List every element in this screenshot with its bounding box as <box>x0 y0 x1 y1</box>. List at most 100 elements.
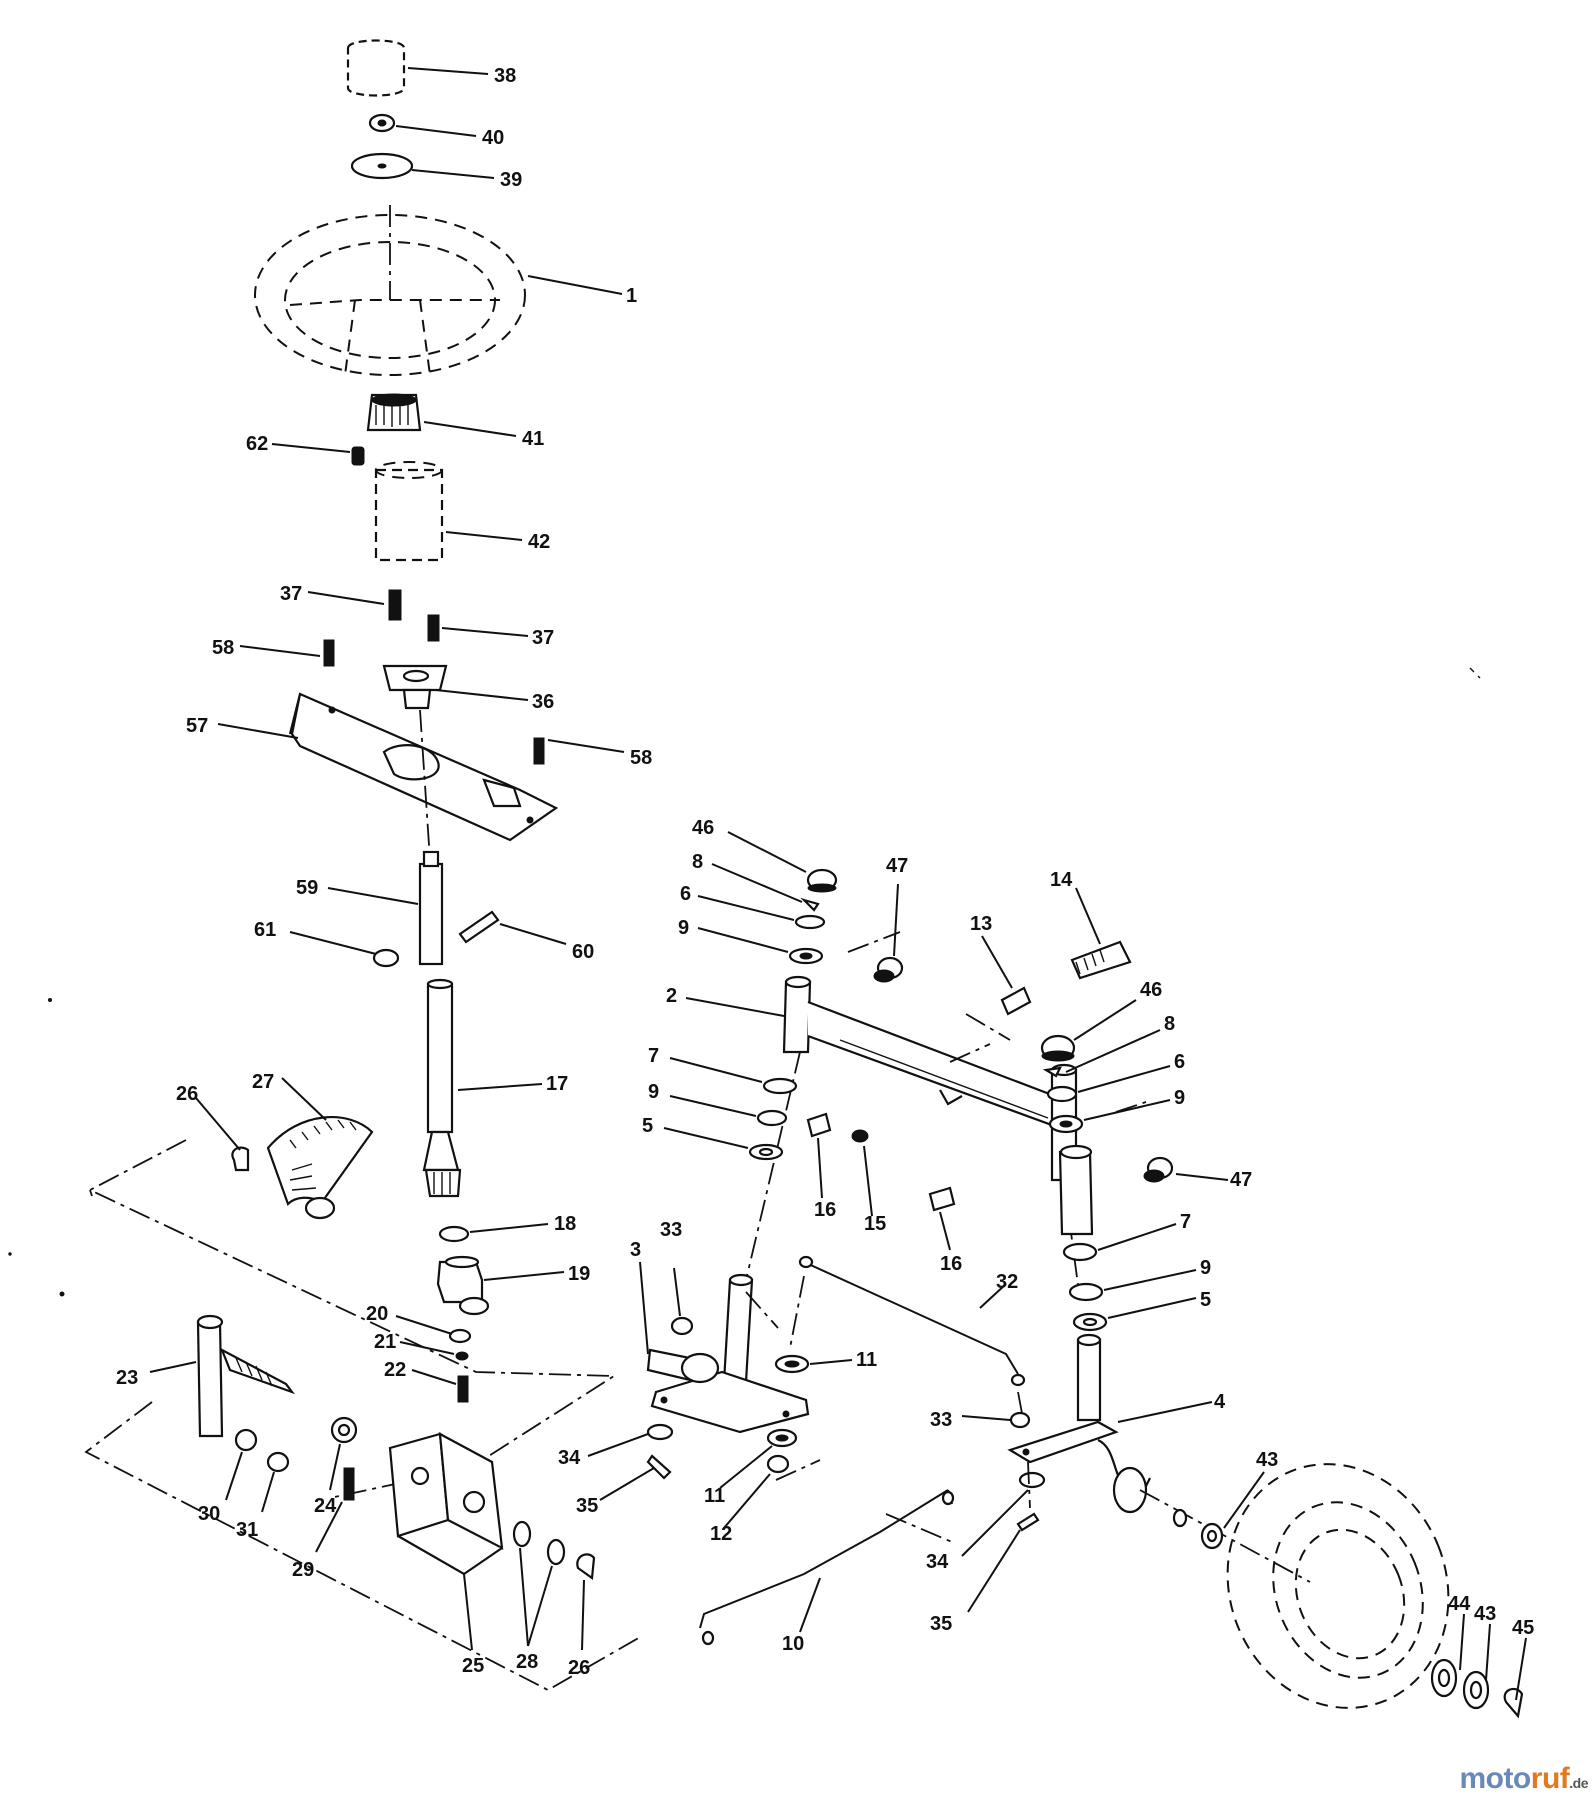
part-9-washer-left-mid <box>669 1095 788 1127</box>
part-44-washer <box>1430 1613 1465 1698</box>
part-36-flange-bushing <box>382 664 529 710</box>
part-43-washer-outer <box>1462 1623 1491 1710</box>
label-61: 61 <box>254 919 276 941</box>
label-17: 17 <box>546 1073 568 1095</box>
part-25-mount-bracket <box>388 1432 504 1651</box>
label-26-b: 26 <box>568 1657 590 1679</box>
label-5-b: 5 <box>1200 1289 1211 1311</box>
label-58-b: 58 <box>630 747 652 769</box>
label-25: 25 <box>462 1655 484 1677</box>
label-41: 41 <box>522 428 544 450</box>
label-34-a: 34 <box>558 1447 581 1469</box>
label-46-b: 46 <box>1140 979 1162 1001</box>
part-58-screw-top-right <box>533 737 625 765</box>
part-47-grease-fitting-left <box>873 883 904 983</box>
label-12: 12 <box>710 1523 732 1545</box>
part-46-cap-right <box>1040 999 1137 1062</box>
label-40: 40 <box>482 127 504 149</box>
label-7-a: 7 <box>648 1045 659 1067</box>
watermark-part-b: ruf <box>1530 1762 1570 1795</box>
part-8-clip-left <box>711 863 820 912</box>
part-41-hub <box>366 393 517 437</box>
label-60: 60 <box>572 941 594 963</box>
part-7-washer-left <box>669 1057 798 1095</box>
part-26-clip-right <box>576 1553 596 1651</box>
label-3: 3 <box>630 1239 641 1261</box>
label-6-b: 6 <box>1174 1051 1185 1073</box>
label-19: 19 <box>568 1263 590 1285</box>
watermark: motoruf.de <box>1459 1762 1588 1796</box>
part-47-grease-fitting-right <box>1143 1156 1229 1183</box>
label-43-a: 43 <box>1256 1449 1278 1471</box>
part-5-bushing-left <box>663 1127 784 1161</box>
part-12-nut <box>723 1454 790 1529</box>
label-20: 20 <box>366 1303 388 1325</box>
label-28: 28 <box>516 1651 538 1673</box>
label-9-b: 9 <box>648 1081 659 1103</box>
label-11-a: 11 <box>856 1349 877 1371</box>
label-38: 38 <box>494 65 516 87</box>
part-62-pin <box>271 443 365 466</box>
part-11-bushing-top <box>774 1354 853 1374</box>
part-32-drag-link <box>798 1255 1026 1387</box>
part-27-sector-gear <box>266 1077 374 1220</box>
label-10: 10 <box>782 1633 804 1655</box>
label-37-b: 37 <box>532 627 554 649</box>
part-34-washer-right <box>961 1471 1046 1557</box>
part-22-bolt <box>411 1369 469 1403</box>
part-23-pivot-bracket <box>149 1314 296 1438</box>
label-9-a: 9 <box>678 917 689 939</box>
label-26-a: 26 <box>176 1083 198 1105</box>
part-7-washer-right <box>1062 1223 1177 1262</box>
part-38-cap <box>346 39 489 97</box>
part-21-lockwasher <box>399 1341 469 1361</box>
part-33-nut-right <box>961 1411 1031 1429</box>
label-18: 18 <box>554 1213 576 1235</box>
label-37-a: 37 <box>280 583 302 605</box>
part-40-nut <box>368 113 477 137</box>
part-34-washer-left <box>587 1423 674 1457</box>
label-47-a: 47 <box>886 855 908 877</box>
label-8-b: 8 <box>1164 1013 1175 1035</box>
part-9-washer-right-top <box>1048 1099 1171 1134</box>
label-9-c: 9 <box>1174 1087 1185 1109</box>
part-17-steering-shaft <box>422 978 543 1198</box>
part-15-zerk <box>851 1129 873 1217</box>
part-29-bolt <box>315 1467 355 1553</box>
part-35-cotter-right <box>967 1512 1040 1613</box>
part-39-washer <box>350 152 495 180</box>
part-28-washers <box>512 1520 566 1647</box>
label-36: 36 <box>532 691 554 713</box>
part-57-bracket <box>217 692 559 842</box>
part-59-upper-shaft <box>327 850 444 966</box>
part-wheel-dashed <box>1226 1463 1450 1709</box>
label-1: 1 <box>626 285 637 307</box>
label-30: 30 <box>198 1503 220 1525</box>
label-47-b: 47 <box>1230 1169 1252 1191</box>
label-14: 14 <box>1050 869 1073 891</box>
part-45-retaining-ring <box>1503 1637 1527 1719</box>
label-32: 32 <box>996 1271 1018 1293</box>
label-6-a: 6 <box>680 883 691 905</box>
label-22: 22 <box>384 1359 406 1381</box>
label-58-a: 58 <box>212 637 234 659</box>
part-1-steering-wheel <box>254 205 623 376</box>
label-43-b: 43 <box>1474 1603 1496 1625</box>
label-44: 44 <box>1448 1593 1471 1615</box>
label-33-b: 33 <box>930 1409 952 1431</box>
part-9-washer-right-mid <box>1068 1269 1197 1302</box>
label-34-b: 34 <box>926 1551 949 1573</box>
label-8-a: 8 <box>692 851 703 873</box>
label-2: 2 <box>666 985 677 1007</box>
part-3-spindle-left <box>639 1261 810 1434</box>
label-35-a: 35 <box>576 1495 598 1517</box>
part-spindle-tube-right <box>1058 1144 1094 1236</box>
label-39: 39 <box>500 169 522 191</box>
part-19-pinion-block <box>436 1255 565 1316</box>
part-33-nut-left <box>670 1267 694 1336</box>
label-16-b: 16 <box>940 1253 962 1275</box>
part-8-clip-right <box>1042 1029 1161 1078</box>
watermark-tld: .de <box>1569 1775 1588 1791</box>
label-57: 57 <box>186 715 208 737</box>
part-5-bushing-right <box>1072 1297 1197 1332</box>
